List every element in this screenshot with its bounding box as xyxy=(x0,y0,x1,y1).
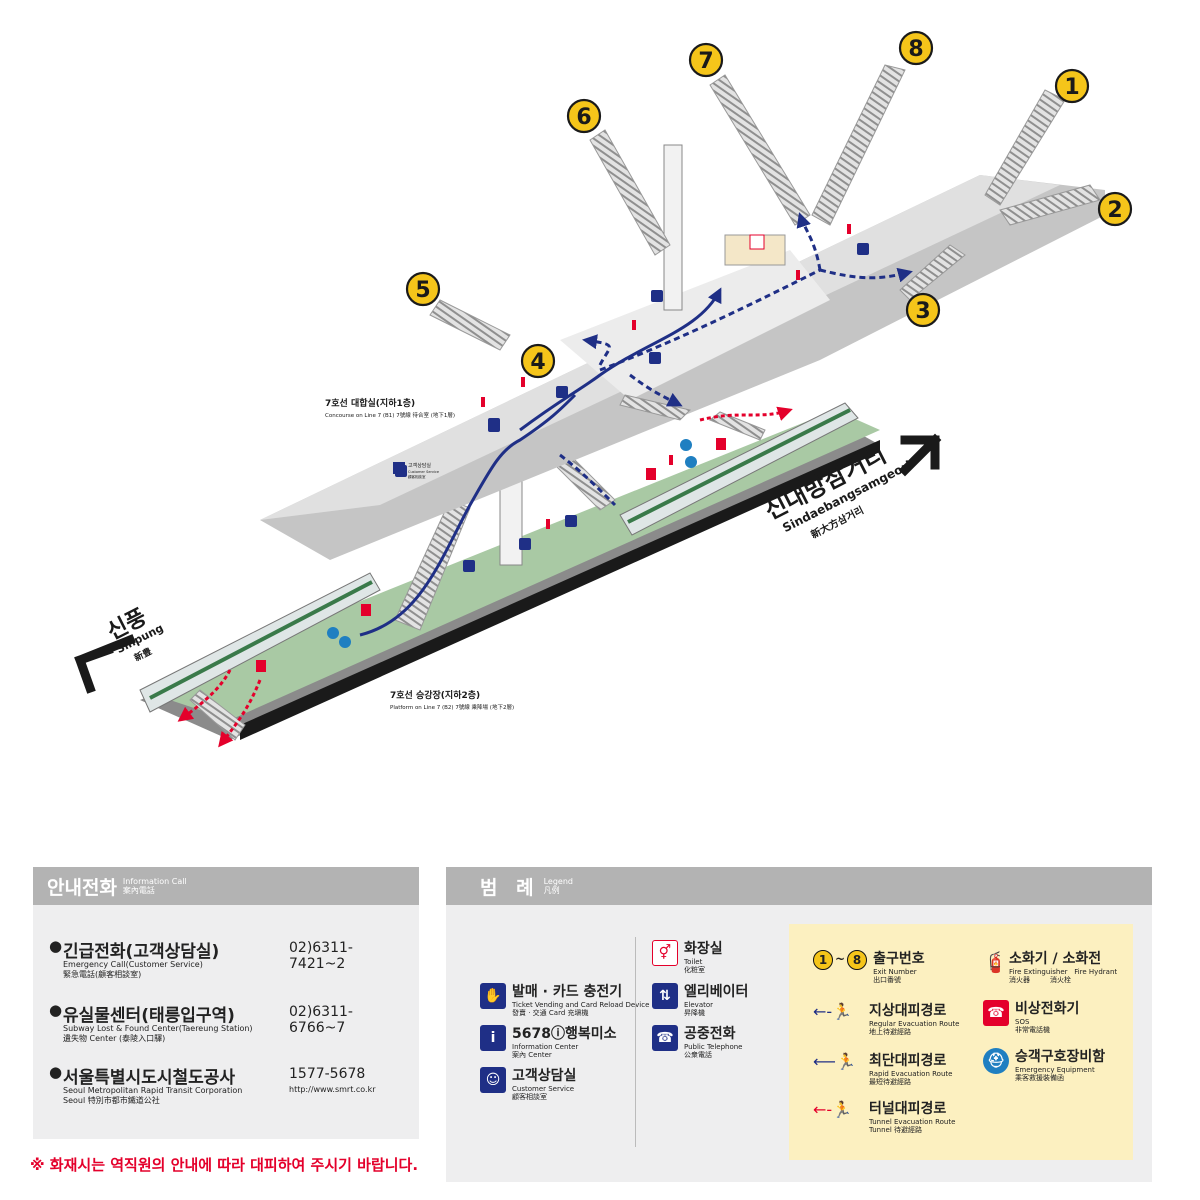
legend-tunnel-route: ←-🏃 터널대피경로 Tunnel Evacuation Route Tunne… xyxy=(813,1100,956,1134)
legend-panel: 범 례 Legend 凡例 ✋ 발매 · 카드 충전기 Ticket Vendi… xyxy=(446,867,1152,1182)
svg-text:1: 1 xyxy=(1064,75,1079,100)
exit-3-badge: 3 xyxy=(905,292,941,328)
concourse-level xyxy=(260,144,1105,560)
info-row-sub-cn: 遺失物 Center (泰陵入口驛) xyxy=(63,1034,166,1043)
info-row-sub-en: Subway Lost & Found Center(Taereung Stat… xyxy=(63,1024,253,1033)
exit-4-badge: 4 xyxy=(520,343,556,379)
station-map: 1 2 3 4 5 6 7 8 7호선 대합실(지하1층) Concourse … xyxy=(74,30,1133,748)
info-row-sub-en: Emergency Call(Customer Service) xyxy=(63,960,203,969)
exit-8-badge: 8 xyxy=(898,30,934,66)
info-icon: i xyxy=(480,1025,506,1051)
legend-extinguisher: 🧯 소화기 / 소화전 Fire Extinguisher Fire Hydra… xyxy=(983,950,1118,984)
exit-5-badge: 5 xyxy=(405,271,441,307)
evacuation-routes xyxy=(177,212,913,748)
customer-service-label: 고객상담실 xyxy=(408,462,431,469)
legend-title-en: Legend xyxy=(543,877,573,886)
platform-level xyxy=(139,402,880,741)
ticket-machine-icon: ✋ xyxy=(480,983,506,1009)
svg-text:4: 4 xyxy=(530,350,545,375)
legend-toilet: ⚥ 화장실 Toilet 化粧室 xyxy=(652,940,723,974)
svg-text:6: 6 xyxy=(576,105,591,130)
svg-text:8: 8 xyxy=(908,37,923,62)
info-row-url[interactable]: http://www.smrt.co.kr xyxy=(289,1085,376,1094)
legend-evacuation-box: 1 ~ 8 출구번호 Exit Number 出口番號 ←-🏃 지상대피경로 R… xyxy=(789,924,1133,1160)
info-row-sub-cn: Seoul 特別市都市鐵道公社 xyxy=(63,1096,160,1105)
elevator-icon: ⇅ xyxy=(652,983,678,1009)
svg-text:7: 7 xyxy=(698,49,713,74)
legend-customer-service: ☺ 고객상담실 Customer Service 顧客相談室 xyxy=(480,1067,576,1101)
info-call-title-cn: 案內電話 xyxy=(122,886,155,895)
legend-title: 범 례 xyxy=(480,876,540,899)
toilet-icon: ⚥ xyxy=(652,940,678,966)
sos-phone-icon: ☎ xyxy=(983,1000,1009,1026)
legend-elevator: ⇅ 엘리베이터 Elevator 昇降機 xyxy=(652,983,748,1017)
svg-text:5: 5 xyxy=(415,278,430,303)
fire-extinguisher-icon: 🧯 xyxy=(983,950,1008,974)
train-right xyxy=(619,402,859,536)
legend-info-center: i 5678ⓘ행복미소 Information Center 案內 Center xyxy=(480,1025,617,1059)
legend-rapid-route: ⟵🏃 최단대피경로 Rapid Evacuation Route 最短待避經路 xyxy=(813,1052,953,1086)
info-row-name: 유실물센터(태릉입구역) xyxy=(63,1006,235,1026)
info-row-name: 서울특별시도시철도공사 xyxy=(63,1068,236,1088)
legend-divider xyxy=(635,937,636,1147)
info-call-title-en: Information Call xyxy=(122,877,187,886)
legend-exit-number: 1 ~ 8 출구번호 Exit Number 出口番號 xyxy=(813,950,925,984)
customer-service-cn: 顧客相談室 xyxy=(408,474,426,479)
info-row-sub-en: Seoul Metropolitan Rapid Transit Corpora… xyxy=(63,1086,243,1095)
concourse-sub: Concourse on Line 7 (B1) 7號線 待合室 (地下1層) xyxy=(325,411,455,419)
legend-regular-route: ←-🏃 지상대피경로 Regular Evacuation Route 地上待避… xyxy=(813,1002,960,1036)
exit-1-badge: 1 xyxy=(1054,68,1090,104)
fire-notice: ※ 화재시는 역직원의 안내에 따라 대피하여 주시기 바랍니다. xyxy=(30,1156,419,1174)
regular-route-arrow-icon: ←-🏃 xyxy=(813,1002,853,1021)
legend-header: 범 례 Legend 凡例 xyxy=(446,867,1152,905)
legend-emergency-equipment: ⛑ 승객구호장비함 Emergency Equipment 乘客救援裝備函 xyxy=(983,1048,1105,1082)
rapid-route-arrow-icon: ⟵🏃 xyxy=(813,1052,856,1071)
train-left xyxy=(139,572,381,713)
legend-phone: ☎ 공중전화 Public Telephone 公衆電話 xyxy=(652,1025,743,1059)
legend-ticket: ✋ 발매 · 카드 충전기 Ticket Vending and Card Re… xyxy=(480,983,649,1017)
concourse-label: 7호선 대합실(지하1층) xyxy=(325,397,415,409)
tunnel-route-arrow-icon: ←-🏃 xyxy=(813,1100,853,1119)
platform-sub: Platform on Line 7 (B2) 7號線 乘降場 (地下2層) xyxy=(390,703,514,711)
info-row-number[interactable]: 02)6311-6766~7 xyxy=(289,1004,353,1036)
svg-text:3: 3 xyxy=(915,299,930,324)
info-call-title: 안내전화 xyxy=(47,876,117,899)
phone-icon: ☎ xyxy=(652,1025,678,1051)
customer-service-en: Customer Service xyxy=(408,470,439,474)
svg-text:2: 2 xyxy=(1107,198,1122,223)
info-row-sub-cn: 緊急電話(顧客相談室) xyxy=(63,970,142,979)
emergency-equipment-icon: ⛑ xyxy=(983,1048,1009,1074)
exit-stairways xyxy=(429,64,1101,421)
info-row-number[interactable]: 02)6311-7421~2 xyxy=(289,940,353,972)
info-call-panel: 안내전화 Information Call 案內電話 ● 긴급전화(고객상담실)… xyxy=(33,867,419,1139)
platform-label: 7호선 승강장(지하2층) xyxy=(390,689,480,701)
exit-badge-icon: 1 xyxy=(813,950,833,970)
legend-sos: ☎ 비상전화기 SOS 非常電話機 xyxy=(983,1000,1079,1034)
exit-2-badge: 2 xyxy=(1097,191,1133,227)
info-row-name: 긴급전화(고객상담실) xyxy=(63,942,220,962)
info-row-number[interactable]: 1577-5678 xyxy=(289,1066,366,1082)
customer-service-icon: ☺ xyxy=(480,1067,506,1093)
exit-badge-icon: 8 xyxy=(847,950,868,970)
direction-left: 신풍 Sinpung 新豊 xyxy=(74,605,166,694)
exit-7-badge: 7 xyxy=(688,42,724,78)
legend-title-cn: 凡例 xyxy=(543,886,560,895)
info-call-header: 안내전화 Information Call 案內電話 xyxy=(33,867,419,905)
exit-6-badge: 6 xyxy=(566,98,602,134)
